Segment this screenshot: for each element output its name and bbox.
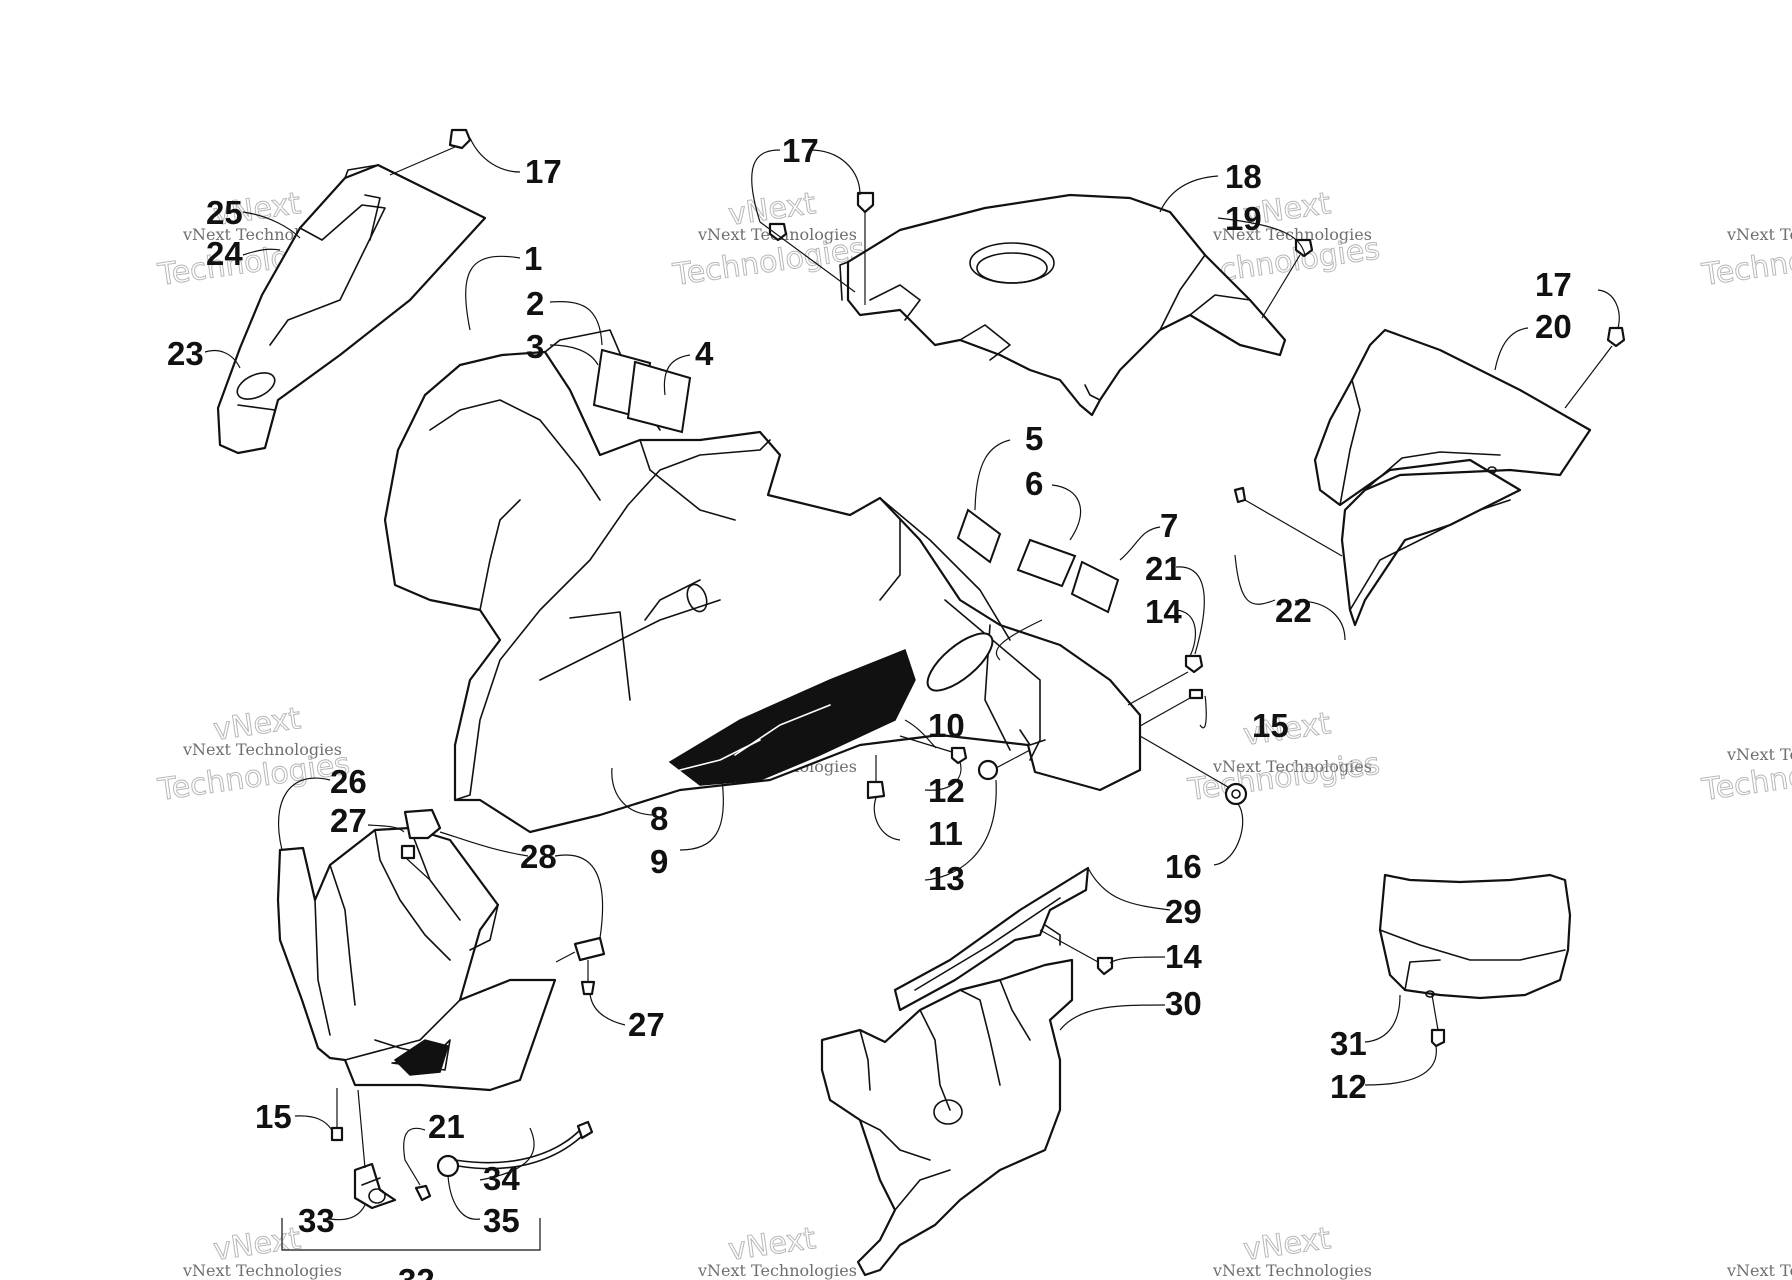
callout-label: 23	[167, 335, 204, 372]
callout-label: 24	[206, 235, 243, 272]
callout-label: 15	[1252, 707, 1289, 744]
callout-label: 25	[206, 194, 243, 231]
callout-label: 22	[1275, 592, 1312, 629]
leader-lines	[204, 137, 1620, 1251]
watermark-small-text: vNext Technologies	[1212, 225, 1372, 244]
watermark-h: vNext Technologies Technologies	[1699, 745, 1792, 809]
callout-label: 34	[483, 1160, 520, 1197]
lower-side-cover-part	[1378, 873, 1572, 1000]
callout-label: 31	[1330, 1025, 1367, 1062]
decal-set-top	[592, 348, 692, 434]
callout-label: 8	[650, 800, 668, 837]
grille-mesh	[393, 1039, 449, 1076]
watermark-small-text: vNext Technologies	[1726, 745, 1792, 764]
callout-label: 19	[1225, 200, 1262, 237]
callout-label: 12	[1330, 1068, 1367, 1105]
callout-label: 6	[1025, 465, 1043, 502]
watermark-j: vNext Technologies vNext	[697, 1221, 857, 1280]
hardware-group-grille	[330, 808, 606, 1210]
callout-label: 17	[1535, 266, 1572, 303]
watermark-k: vNext Technologies vNext	[1212, 1221, 1372, 1280]
watermark-big-text: Technologies	[1185, 746, 1382, 808]
callout-label: 7	[1160, 507, 1178, 544]
callout-label: 14	[1145, 593, 1182, 630]
hardware-group-cover	[1430, 994, 1446, 1048]
watermark-d: vNext Technologies Technologies	[1699, 225, 1792, 294]
tank-cover-part	[839, 193, 1287, 417]
callout-label: 35	[483, 1202, 520, 1239]
side-graphic-decal	[644, 579, 994, 786]
callout-label: 17	[782, 132, 819, 169]
watermark-small-text: vNext Technologies	[182, 1261, 342, 1280]
watermark-small-text: vNext Technologies	[697, 1261, 857, 1280]
hardware-group-shield	[1039, 929, 1114, 976]
watermark-i: vNext Technologies vNext	[182, 1221, 342, 1280]
callout-label: 12	[928, 772, 965, 809]
side-panel-part	[1313, 328, 1592, 627]
callout-label: 14	[1165, 938, 1202, 975]
callout-label: 10	[928, 707, 965, 744]
lower-shield-part	[820, 958, 1074, 1277]
watermark-small-text: vNext Technologies	[1212, 757, 1372, 776]
watermark-small-text: vNext Technologies	[1726, 225, 1792, 244]
callout-label: 1	[524, 240, 542, 277]
pushpin-fastener	[768, 191, 1314, 305]
callout-label: 27	[628, 1006, 665, 1043]
callout-label: 16	[1165, 848, 1202, 885]
callout-label: 5	[1025, 420, 1043, 457]
front-body-part	[383, 329, 1142, 834]
callout-label: 13	[928, 860, 965, 897]
callout-label: 2	[526, 285, 544, 322]
pushpin-fastener	[1233, 326, 1626, 557]
callout-label: 26	[330, 763, 367, 800]
callout-labels: 17 25 24 23 1 2 3 4 17 18 19 17 20 5 6 7…	[167, 132, 1572, 1280]
callout-label: 9	[650, 843, 668, 880]
callout-label: 21	[1145, 550, 1182, 587]
watermark-l: vNext Technologies	[1726, 1261, 1792, 1280]
watermark-small-text: vNext Technologies	[182, 740, 342, 759]
callout-label: 17	[525, 153, 562, 190]
callout-label: 28	[520, 838, 557, 875]
callout-label: 33	[298, 1202, 335, 1239]
callout-label: 11	[928, 815, 963, 852]
callout-label: 32	[398, 1262, 435, 1280]
watermark-small-text: vNext Technologies	[1212, 1261, 1372, 1280]
hardware-group-center	[866, 654, 1248, 806]
watermark-e: vNext Technologies Technologies vNext	[155, 701, 353, 809]
callout-label: 18	[1225, 158, 1262, 195]
callout-label: 4	[695, 335, 714, 372]
callout-label: 20	[1535, 308, 1572, 345]
callout-label: 21	[428, 1108, 465, 1145]
callout-label: 27	[330, 802, 367, 839]
skid-plate-part	[893, 866, 1090, 1012]
callout-label: 30	[1165, 985, 1202, 1022]
decal-set-side	[956, 508, 1120, 614]
pushpin-fastener	[389, 128, 472, 176]
watermark-small-text: vNext Technologies	[1726, 1261, 1792, 1280]
watermark-b: vNext Technologies Technologies vNext	[670, 186, 868, 294]
callout-label: 29	[1165, 893, 1202, 930]
callout-label: 3	[526, 328, 544, 365]
windshield-part	[216, 163, 487, 455]
callout-label: 15	[255, 1098, 292, 1135]
